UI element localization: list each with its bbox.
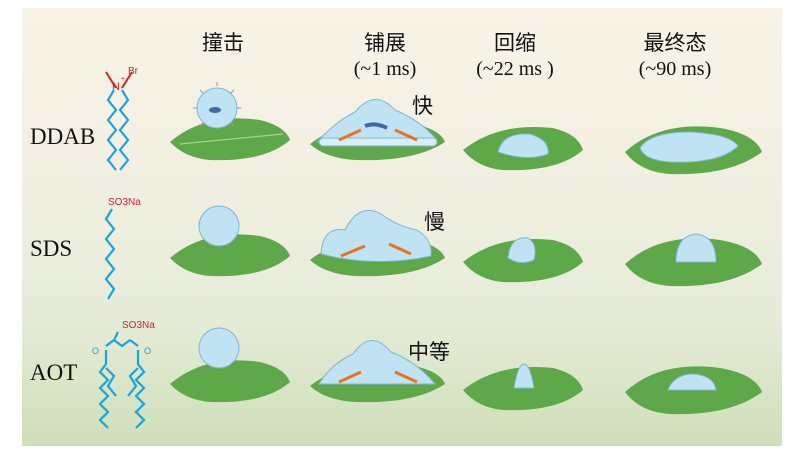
speed-label-aot: 中等 — [408, 340, 450, 364]
sds-final-stage — [625, 233, 762, 287]
sds-spreading-stage — [310, 210, 445, 277]
col-subtitle: (~22 ms ) — [476, 58, 554, 80]
plus-charge: + — [121, 76, 125, 83]
col-subtitle: (~1 ms) — [353, 58, 417, 80]
sulfonate-label: SO3Na — [108, 197, 141, 208]
speed-label-sds: 慢 — [424, 210, 445, 234]
ddab-final-stage — [625, 126, 762, 175]
sulfonate-label: SO3Na — [122, 320, 155, 331]
sds-impact-stage — [170, 205, 290, 277]
row-label-sds: SDS — [30, 236, 73, 261]
col-title: 回缩 — [494, 31, 536, 55]
sds-molecule: SO3Na — [104, 197, 141, 300]
aot-molecule: SO3Na O O — [92, 320, 155, 429]
aot-retraction-stage — [463, 363, 583, 411]
oxygen-label: O — [92, 346, 99, 356]
col-header-final: 最终态 (~90 ms) — [620, 30, 730, 82]
ddab-impact-stage — [170, 82, 290, 161]
aot-spreading-stage — [310, 340, 445, 403]
ddab-molecule: N + Br — [105, 66, 139, 171]
ddab-retraction-stage — [463, 126, 583, 171]
col-title: 撞击 — [202, 31, 244, 55]
speed-label-ddab: 快 — [412, 94, 433, 118]
col-title: 最终态 — [643, 31, 707, 55]
col-subtitle: (~90 ms) — [638, 58, 712, 80]
aot-final-stage — [625, 366, 762, 415]
row-label-aot: AOT — [30, 360, 78, 385]
bromide-label: Br — [128, 66, 139, 77]
col-header-impact: 撞击 — [188, 30, 258, 56]
oxygen-label: O — [144, 346, 151, 356]
col-header-retraction: 回缩 (~22 ms ) — [460, 30, 570, 82]
row-label-ddab: DDAB — [30, 124, 96, 149]
aot-impact-stage — [170, 327, 290, 403]
ddab-spreading-stage — [310, 99, 445, 161]
col-header-spreading: 铺展 (~1 ms) — [340, 30, 430, 82]
col-title: 铺展 — [364, 31, 406, 55]
sds-retraction-stage — [463, 237, 583, 283]
nitrogen-atom-label: N — [112, 81, 120, 93]
